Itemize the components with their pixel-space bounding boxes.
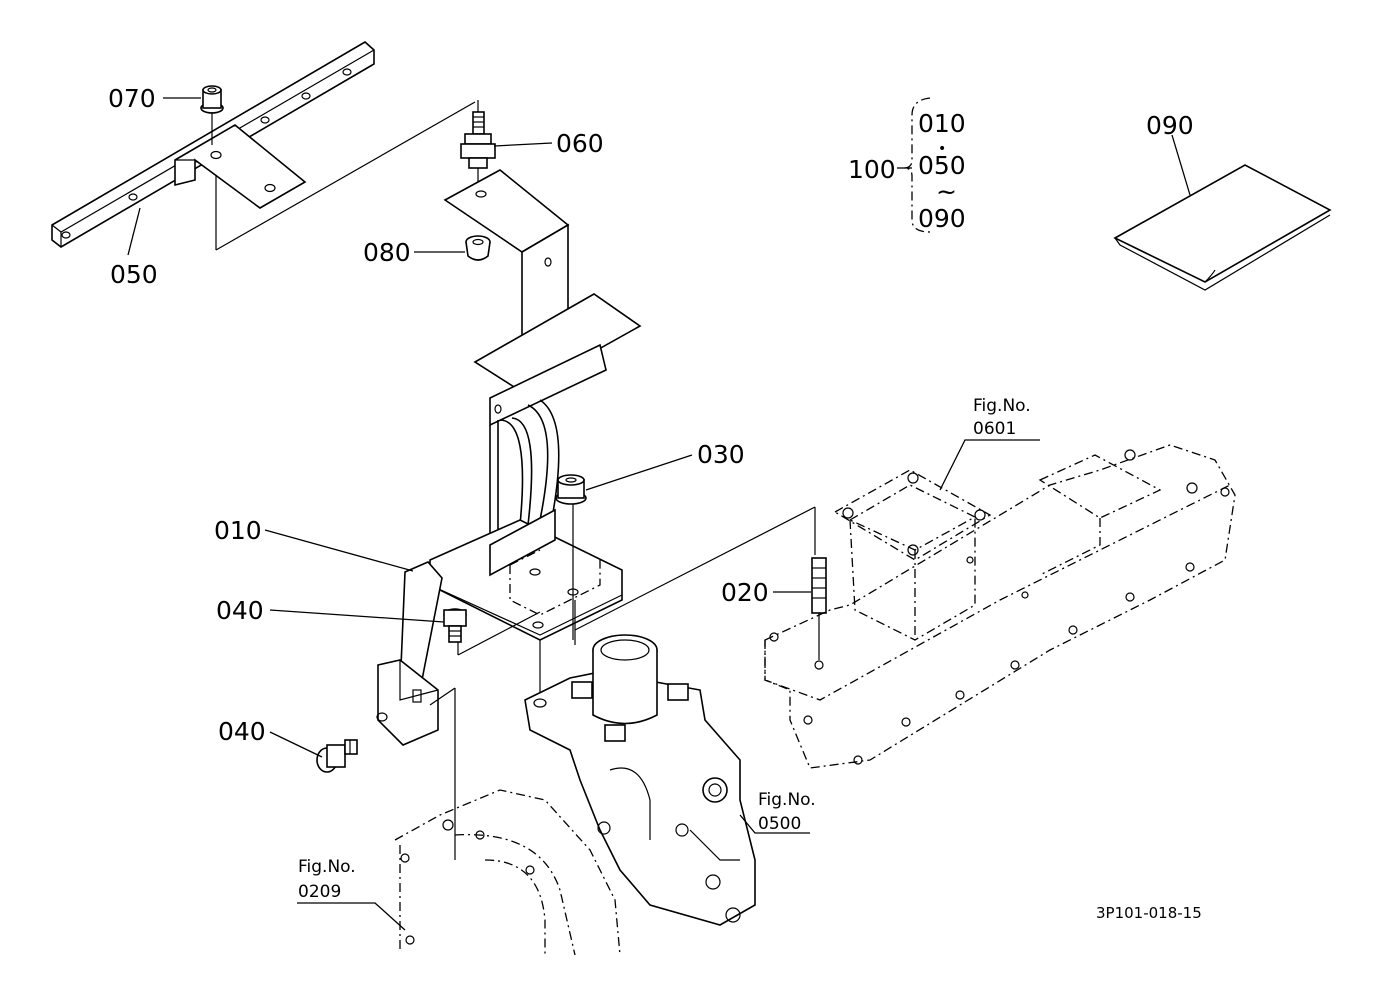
drawing-code: 3P101-018-15 — [1096, 904, 1202, 922]
part-050-bar — [51, 41, 476, 251]
gearcase-0209 — [394, 789, 621, 956]
upper-bracket — [443, 169, 642, 427]
fig-ref-0500-label: Fig.No. — [758, 790, 816, 810]
part-040-bolt-lower — [316, 739, 358, 773]
callout-060: 060 — [556, 129, 604, 158]
part-090-sheet — [1113, 164, 1332, 291]
part-070-nut — [200, 85, 224, 145]
callout-020: 020 — [721, 578, 769, 607]
callout-050: 050 — [110, 260, 158, 289]
callout-090: 090 — [1146, 111, 1194, 140]
part-010-plate — [376, 500, 623, 860]
part-030-nut — [555, 474, 587, 505]
fig-ref-0209-number: 0209 — [298, 882, 341, 902]
part-060-stud — [460, 100, 496, 185]
kit-first: 010 — [918, 109, 966, 138]
callout-040-upper: 040 — [216, 596, 264, 625]
callout-010: 010 — [214, 516, 262, 545]
kit-bracket — [903, 97, 931, 233]
part-040-bolt-upper — [443, 608, 467, 643]
callout-100: 100 — [848, 155, 896, 184]
callout-080: 080 — [363, 238, 411, 267]
callout-030: 030 — [697, 440, 745, 469]
kit-middle: 050 — [918, 151, 966, 180]
fig-ref-0601-label: Fig.No. — [973, 396, 1031, 416]
callout-040-lower: 040 — [218, 717, 266, 746]
fig-ref-0500-number: 0500 — [758, 814, 801, 834]
manifold-0601 — [764, 444, 1236, 769]
fig-ref-0209-label: Fig.No. — [298, 857, 356, 877]
part-080-grommet — [465, 235, 491, 261]
housing-0500 — [524, 634, 756, 926]
leader-lines — [127, 97, 1191, 931]
part-020-stud — [574, 506, 827, 660]
kit-tilde: ~ — [936, 177, 957, 206]
fig-ref-0601-number: 0601 — [973, 419, 1016, 439]
kit-last: 090 — [918, 204, 966, 233]
kit-dot: • — [938, 141, 946, 157]
callout-070: 070 — [108, 84, 156, 113]
